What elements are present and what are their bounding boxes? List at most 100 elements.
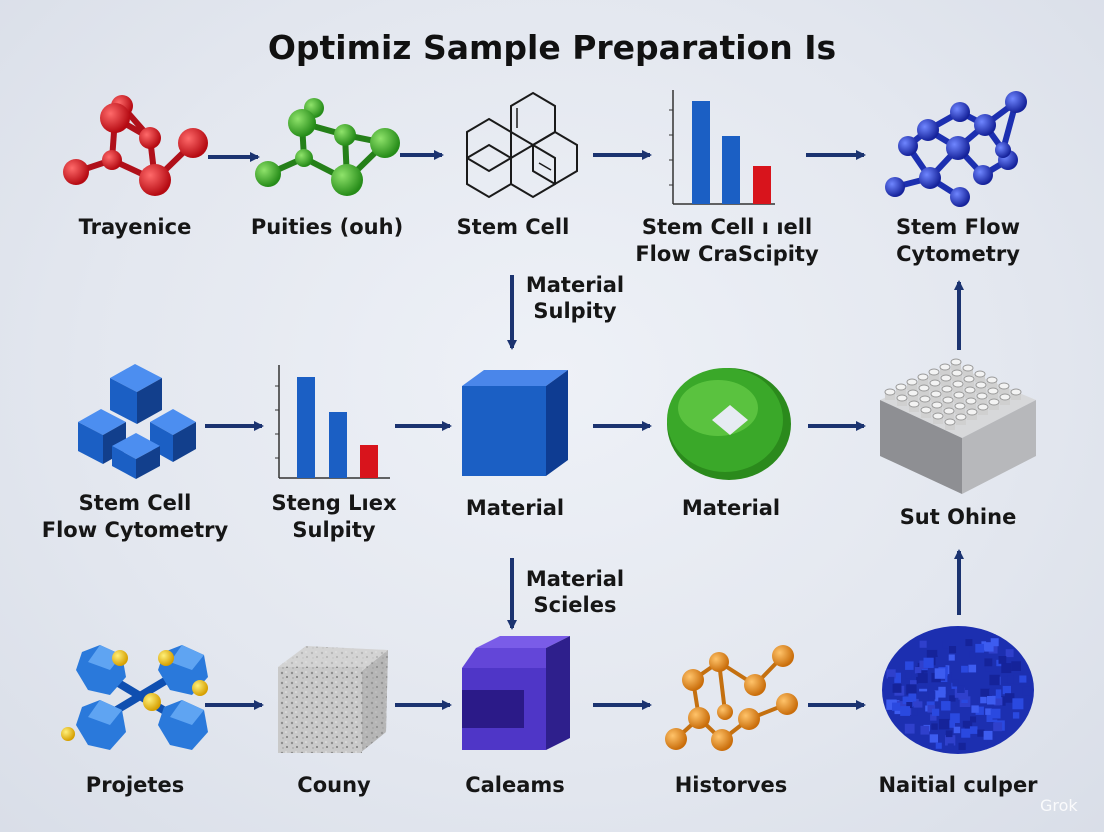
voxel: [932, 708, 940, 716]
voxel: [927, 705, 936, 713]
peg-body: [987, 380, 997, 388]
voxel: [983, 730, 993, 740]
peg-body: [944, 411, 954, 419]
peg: [944, 418, 956, 426]
node-label-n1: Trayenice: [78, 215, 192, 239]
peg-body: [966, 401, 976, 409]
voxel: [935, 657, 946, 667]
voxel: [992, 689, 1002, 699]
voxel: [919, 640, 927, 648]
peg-body: [1011, 392, 1021, 400]
peg-body: [885, 392, 895, 400]
peg: [955, 413, 967, 421]
voxel: [953, 726, 961, 734]
peg-body: [964, 379, 974, 387]
peg-body: [955, 406, 965, 414]
voxel: [934, 668, 946, 679]
green-ring-icon: [667, 368, 791, 480]
voxel: [958, 690, 969, 700]
voxel: [949, 646, 957, 654]
blue-voxel-cluster-icon: [882, 626, 1034, 754]
voxel: [993, 722, 1003, 732]
peg: [953, 391, 965, 399]
peg-body: [988, 391, 998, 399]
voxel: [1013, 673, 1025, 685]
voxel: [926, 691, 936, 700]
voxel: [969, 726, 978, 734]
voxel: [926, 649, 938, 661]
voxel: [969, 651, 976, 658]
stone-cube-icon: [278, 646, 388, 753]
voxel: [917, 673, 928, 684]
voxel: [990, 708, 1001, 719]
peg: [966, 408, 978, 416]
peg: [920, 406, 932, 414]
node-label-n13: Caleams: [465, 773, 565, 797]
node-label-n14: Historves: [674, 773, 788, 797]
peg-body: [940, 367, 950, 375]
voxel: [945, 735, 956, 746]
voxel: [962, 720, 973, 731]
voxel: [906, 702, 913, 709]
peg-body: [978, 407, 988, 415]
peg-body: [977, 396, 987, 404]
peg: [962, 364, 974, 372]
voxel: [906, 684, 917, 695]
voxel: [935, 742, 942, 749]
peg: [974, 370, 986, 378]
peg: [952, 380, 964, 388]
peg: [987, 387, 999, 395]
voxel: [971, 705, 979, 713]
peg: [943, 407, 955, 415]
peg-body: [989, 402, 999, 410]
peg: [951, 369, 963, 377]
voxel: [920, 725, 930, 735]
blue-network-icon: [885, 91, 1027, 207]
peg-body: [933, 416, 943, 424]
voxel: [975, 643, 984, 653]
voxel: [965, 639, 973, 647]
peg: [895, 383, 907, 391]
peg-body: [932, 405, 942, 413]
peg: [907, 389, 919, 397]
voxel: [941, 701, 951, 711]
peg-body: [896, 387, 906, 395]
voxel: [952, 679, 959, 687]
voxel: [948, 654, 955, 661]
voxel: [985, 708, 992, 715]
peg-body: [919, 388, 929, 396]
voxel: [902, 689, 909, 696]
peg-body: [920, 399, 930, 407]
voxel: [989, 674, 1000, 686]
voxel: [907, 706, 918, 716]
voxel: [944, 683, 952, 691]
peg: [986, 376, 998, 384]
blue-cubes-icon: [78, 364, 196, 479]
voxel: [1005, 649, 1014, 658]
voxel: [1019, 675, 1027, 683]
voxel: [955, 727, 965, 737]
node-label-n10: Sut Ohine: [899, 505, 1017, 529]
voxel: [980, 696, 987, 704]
voxel: [961, 728, 971, 738]
voxel: [998, 656, 1007, 664]
peg-body: [907, 382, 917, 390]
voxel: [900, 706, 910, 716]
hexagon-structure-icon: [466, 91, 578, 199]
voxel: [890, 672, 901, 683]
voxel: [1004, 693, 1015, 703]
voxel: [990, 638, 999, 647]
voxel: [987, 696, 996, 705]
voxel: [905, 661, 914, 670]
peg: [932, 412, 944, 420]
voxel: [910, 680, 917, 687]
voxel: [1012, 698, 1024, 710]
voxel: [987, 736, 996, 745]
peg: [884, 388, 896, 396]
voxel: [961, 665, 968, 673]
